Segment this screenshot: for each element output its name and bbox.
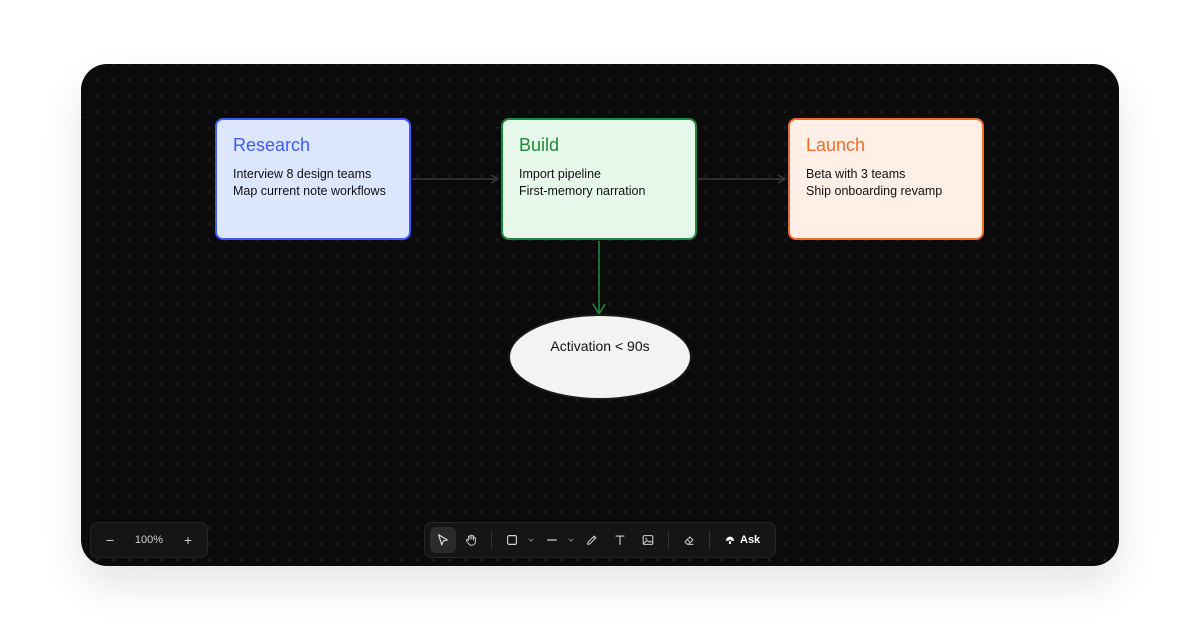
text-t-icon bbox=[615, 535, 625, 545]
pencil-icon bbox=[587, 535, 597, 545]
zoom-controls: − 100% + bbox=[90, 522, 208, 558]
whiteboard-canvas[interactable]: Research Interview 8 design teams Map cu… bbox=[81, 64, 1119, 566]
toolbar-divider bbox=[709, 531, 710, 549]
toolbar-divider bbox=[491, 531, 492, 549]
select-tool[interactable] bbox=[430, 527, 456, 553]
node-title: Research bbox=[233, 135, 311, 155]
node-title: Launch bbox=[806, 135, 866, 155]
rectangle-tool[interactable] bbox=[499, 527, 525, 553]
tool-palette: Ask bbox=[424, 522, 776, 558]
cursor-arrow-icon bbox=[438, 534, 448, 546]
chevron-down-icon[interactable] bbox=[526, 527, 536, 553]
node-build[interactable]: Build Import pipeline First-memory narra… bbox=[501, 118, 697, 240]
node-line: First-memory narration bbox=[519, 184, 646, 198]
node-line: Interview 8 design teams bbox=[233, 167, 372, 181]
image-icon bbox=[642, 535, 654, 545]
image-tool[interactable] bbox=[635, 527, 661, 553]
zoom-level: 100% bbox=[134, 534, 164, 546]
square-icon bbox=[507, 535, 517, 545]
node-line: Import pipeline bbox=[519, 167, 601, 181]
hand-icon bbox=[465, 534, 476, 546]
toolbar-divider bbox=[668, 531, 669, 549]
pen-tool[interactable] bbox=[579, 527, 605, 553]
node-line: Beta with 3 teams bbox=[806, 167, 906, 181]
eraser-icon bbox=[684, 536, 694, 545]
node-research[interactable]: Research Interview 8 design teams Map cu… bbox=[215, 118, 411, 240]
node-goal-ellipse[interactable]: Activation < 90s bbox=[508, 314, 692, 400]
ai-assistant-icon bbox=[725, 536, 735, 545]
node-title: Build bbox=[519, 135, 560, 155]
ellipse-label: Activation < 90s bbox=[550, 338, 650, 354]
line-tool[interactable] bbox=[539, 527, 565, 553]
arrowhead-build-goal bbox=[592, 303, 606, 316]
zoom-out-button[interactable]: − bbox=[105, 532, 115, 548]
line-icon bbox=[547, 539, 557, 541]
zoom-in-button[interactable]: + bbox=[183, 532, 193, 548]
node-line: Map current note workflows bbox=[233, 184, 386, 198]
hand-tool[interactable] bbox=[458, 527, 484, 553]
text-tool[interactable] bbox=[607, 527, 633, 553]
ask-ai-button[interactable]: Ask bbox=[716, 527, 768, 553]
ask-label: Ask bbox=[740, 534, 761, 546]
eraser-tool[interactable] bbox=[676, 527, 702, 553]
node-line: Ship onboarding revamp bbox=[806, 184, 943, 198]
node-launch[interactable]: Launch Beta with 3 teams Ship onboarding… bbox=[788, 118, 984, 240]
chevron-down-icon[interactable] bbox=[566, 527, 576, 553]
